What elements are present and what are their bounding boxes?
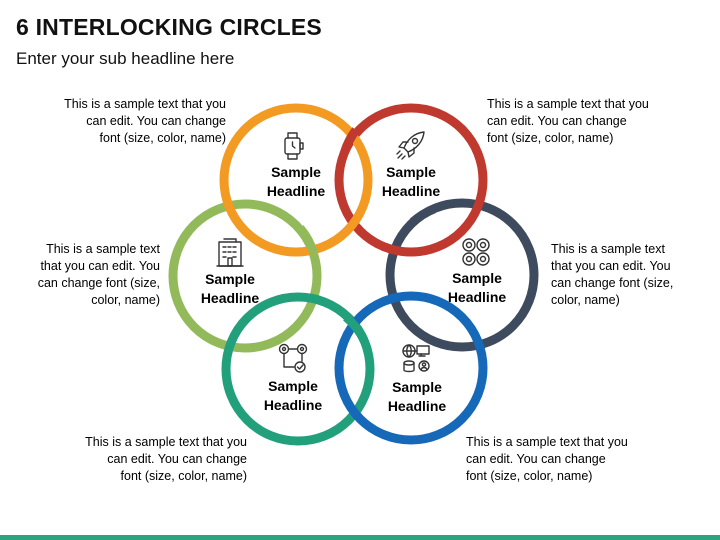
headline-line: Sample bbox=[271, 164, 321, 180]
building-icon bbox=[216, 238, 244, 267]
headline-line: Sample bbox=[268, 378, 318, 394]
headline-line: Headline bbox=[387, 398, 447, 414]
description-middle-right: This is a sample text that you can edit.… bbox=[551, 241, 673, 309]
desc-line: can edit. You can change bbox=[107, 452, 247, 466]
desc-line: that you can edit. You bbox=[40, 259, 160, 273]
desc-line: font (size, color, name) bbox=[99, 131, 226, 145]
ring-blue bbox=[334, 291, 488, 445]
headline-line: Headline bbox=[266, 183, 326, 199]
description-top-right: This is a sample text that you can edit.… bbox=[487, 96, 649, 147]
description-middle-left: This is a sample text that you can edit.… bbox=[38, 241, 160, 309]
headline-line: Headline bbox=[263, 397, 323, 413]
ring-red bbox=[334, 103, 488, 257]
headline-green: Sample Headline bbox=[185, 270, 275, 308]
desc-line: This is a sample text that you bbox=[466, 435, 628, 449]
ring-green-overlap bbox=[296, 225, 319, 256]
ring-teal bbox=[221, 292, 375, 446]
desc-line: can edit. You can change bbox=[487, 114, 627, 128]
desc-line: This is a sample text bbox=[551, 242, 665, 256]
desc-line: This is a sample text that you bbox=[85, 435, 247, 449]
smartwatch-icon bbox=[284, 132, 304, 160]
four-circles-icon bbox=[462, 238, 490, 266]
rocket-icon bbox=[396, 131, 425, 160]
desc-line: color, name) bbox=[551, 293, 620, 307]
desc-line: that you can edit. You bbox=[551, 259, 671, 273]
headline-line: Sample bbox=[392, 379, 442, 395]
headline-line: Headline bbox=[381, 183, 441, 199]
ring-red-overlap bbox=[340, 127, 360, 154]
gears-workflow-icon bbox=[278, 343, 308, 373]
headline-orange: Sample Headline bbox=[251, 163, 341, 201]
desc-line: font (size, color, name) bbox=[120, 469, 247, 483]
desc-line: can edit. You can change bbox=[86, 114, 226, 128]
desc-line: can edit. You can change bbox=[466, 452, 606, 466]
network-icon bbox=[402, 344, 430, 373]
slide-title: 6 INTERLOCKING CIRCLES bbox=[16, 14, 322, 40]
slide-subtitle: Enter your sub headline here bbox=[16, 49, 235, 68]
desc-line: can change font (size, bbox=[551, 276, 674, 290]
desc-line: font (size, color, name) bbox=[466, 469, 593, 483]
desc-line: color, name) bbox=[91, 293, 160, 307]
description-bottom-left: This is a sample text that you can edit.… bbox=[85, 434, 247, 485]
description-bottom-right: This is a sample text that you can edit.… bbox=[466, 434, 628, 485]
headline-line: Sample bbox=[386, 164, 436, 180]
ring-slate bbox=[385, 198, 539, 352]
desc-line: This is a sample text bbox=[46, 242, 160, 256]
headline-line: Headline bbox=[447, 289, 507, 305]
ring-orange bbox=[219, 103, 373, 257]
desc-line: This is a sample text that you bbox=[487, 97, 649, 111]
ring-green bbox=[168, 199, 322, 353]
bottom-accent-bar bbox=[0, 535, 720, 540]
headline-line: Sample bbox=[205, 271, 255, 287]
headline-line: Headline bbox=[200, 290, 260, 306]
description-top-left: This is a sample text that you can edit.… bbox=[64, 96, 226, 147]
desc-line: This is a sample text that you bbox=[64, 97, 226, 111]
headline-line: Sample bbox=[452, 270, 502, 286]
headline-slate: Sample Headline bbox=[432, 269, 522, 307]
headline-teal: Sample Headline bbox=[248, 377, 338, 415]
ring-slate-overlap bbox=[409, 204, 436, 226]
ring-teal-overlap bbox=[342, 313, 369, 343]
headline-blue: Sample Headline bbox=[372, 378, 462, 416]
headline-red: Sample Headline bbox=[366, 163, 456, 201]
desc-line: can change font (size, bbox=[37, 276, 160, 290]
desc-line: font (size, color, name) bbox=[487, 131, 614, 145]
